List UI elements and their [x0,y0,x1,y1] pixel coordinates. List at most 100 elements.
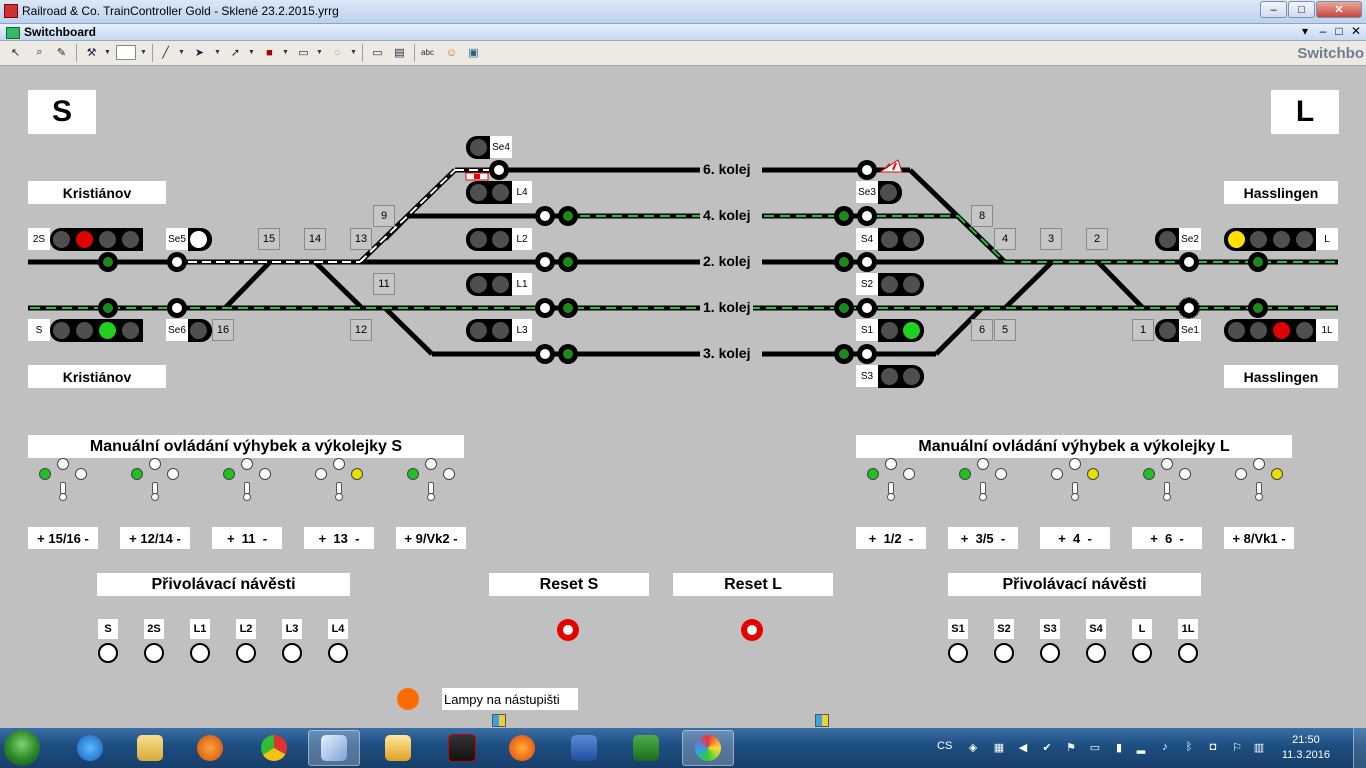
traincontroller-icon[interactable] [308,730,360,766]
start-orb-icon[interactable] [4,730,40,766]
signal-se1-head[interactable] [1155,319,1179,342]
signal-node[interactable] [834,344,854,364]
lever-knob[interactable] [151,493,159,501]
sub-maximize-button[interactable]: □ [1335,24,1343,38]
switch-number-14[interactable]: 14 [304,228,326,250]
signal-node[interactable] [1248,252,1268,272]
calling-button-s3[interactable] [1040,643,1060,663]
calling-button-l4[interactable] [328,643,348,663]
word-icon[interactable] [558,730,610,766]
paint-icon[interactable]: ⚒ [86,47,97,59]
signal-node[interactable] [857,344,877,364]
bookmark-marker-icon[interactable] [492,714,506,727]
chevron-down-icon[interactable]: ▼ [214,49,221,56]
switch-number-13[interactable]: 13 [350,228,372,250]
signal-se4-head[interactable] [466,136,490,159]
signal-node[interactable] [535,298,555,318]
signal-se2-head[interactable] [1155,228,1179,251]
switch-12-14-button[interactable]: + 12/14 - [120,527,190,549]
lever-knob[interactable] [887,493,895,501]
lever-knob[interactable] [427,493,435,501]
media-player-icon[interactable] [184,730,236,766]
chevron-down-icon[interactable]: ▼ [316,49,323,56]
arrow-icon[interactable]: ➤ [194,47,205,59]
internet-explorer-icon[interactable] [64,730,116,766]
track-segment[interactable] [1003,260,1054,310]
signal-2s-head[interactable] [50,228,143,251]
maximize-button[interactable]: □ [1288,1,1315,18]
window-menu-icon[interactable]: ▾ [1301,24,1309,38]
abc-icon[interactable]: abc [421,48,434,57]
battery-icon[interactable]: ▮ [1115,741,1123,754]
signal-l3-head[interactable] [466,319,512,342]
signal-node[interactable] [167,252,187,272]
line-icon[interactable]: ╱ [162,47,169,59]
bluetooth-icon[interactable]: ᛒ [1185,741,1193,753]
calling-button-s[interactable] [98,643,118,663]
lever-knob[interactable] [1255,493,1263,501]
signal-s4-head[interactable] [878,228,924,251]
chevron-down-icon[interactable]: ▼ [140,49,147,56]
chevron-down-icon[interactable]: ▼ [178,49,185,56]
block-icon[interactable]: ■ [266,46,273,59]
flag-icon[interactable]: ⚐ [1232,741,1242,754]
track-segment[interactable] [1096,260,1145,310]
track-segment[interactable] [934,306,984,356]
signal-node[interactable] [558,206,578,226]
switch-9-vk2-button[interactable]: + 9/Vk2 - [396,527,466,549]
sub-minimize-button[interactable]: – [1319,24,1327,38]
platform-lamp-indicator[interactable] [397,688,419,710]
signal-se6-head[interactable] [188,319,212,342]
route-icon[interactable]: ➚ [230,47,241,59]
action-center-icon[interactable]: ⚑ [1066,741,1076,754]
signal-node[interactable] [857,160,877,180]
signal-icon[interactable]: ○ [334,46,341,59]
switch-number-11[interactable]: 11 [373,273,395,295]
switch-number-1[interactable]: 1 [1132,319,1154,341]
close-button[interactable]: ✕ [1316,1,1362,18]
track-segment[interactable] [313,260,364,310]
signal-node[interactable] [558,298,578,318]
calling-button-2s[interactable] [144,643,164,663]
signal-node[interactable] [558,344,578,364]
calling-button-l3[interactable] [282,643,302,663]
signal-strength-icon[interactable]: ▂ [1136,741,1146,754]
lever-knob[interactable] [59,493,67,501]
tray-icon[interactable]: ▭ [1089,741,1101,754]
track-icon[interactable]: ▭ [298,47,309,59]
calling-button-s2[interactable] [994,643,1014,663]
signal-node[interactable] [489,160,509,180]
switch-number-12[interactable]: 12 [350,319,372,341]
signal-s3-head[interactable] [878,365,924,388]
chrome-icon[interactable] [248,730,300,766]
signal-l2-head[interactable] [466,228,512,251]
signal-l-head[interactable] [1224,228,1316,251]
signal-node[interactable] [1179,252,1199,272]
clown-icon[interactable]: ☺ [445,46,458,59]
chevron-down-icon[interactable]: ▼ [350,49,357,56]
security-icon[interactable]: ✔ [1042,741,1052,754]
windows-flag-icon[interactable]: ▦ [993,741,1005,754]
lever-knob[interactable] [979,493,987,501]
signal-node[interactable] [558,252,578,272]
tray-app-icon[interactable]: ◈ [968,741,978,754]
signal-node[interactable] [1248,298,1268,318]
switch-number-8[interactable]: 8 [971,205,993,227]
reset-s-button[interactable] [557,619,579,641]
signal-node[interactable] [98,298,118,318]
signal-node[interactable] [857,298,877,318]
sub-close-button[interactable]: ✕ [1350,24,1362,38]
chevron-down-icon[interactable]: ▼ [282,49,289,56]
reset-l-button[interactable] [741,619,763,641]
switch-1-2-button[interactable]: + 1/2 - [856,527,926,549]
text-icon[interactable]: ▭ [372,47,383,59]
calling-button-1l[interactable] [1178,643,1198,663]
file-explorer-icon[interactable] [124,730,176,766]
signal-s-head[interactable] [50,319,143,342]
switch-4-button[interactable]: + 4 - [1040,527,1110,549]
outlook-icon[interactable] [372,730,424,766]
signal-s2-head[interactable] [878,273,924,296]
calling-button-s1[interactable] [948,643,968,663]
switch-11-button[interactable]: + 11 - [212,527,282,549]
switch-number-3[interactable]: 3 [1040,228,1062,250]
